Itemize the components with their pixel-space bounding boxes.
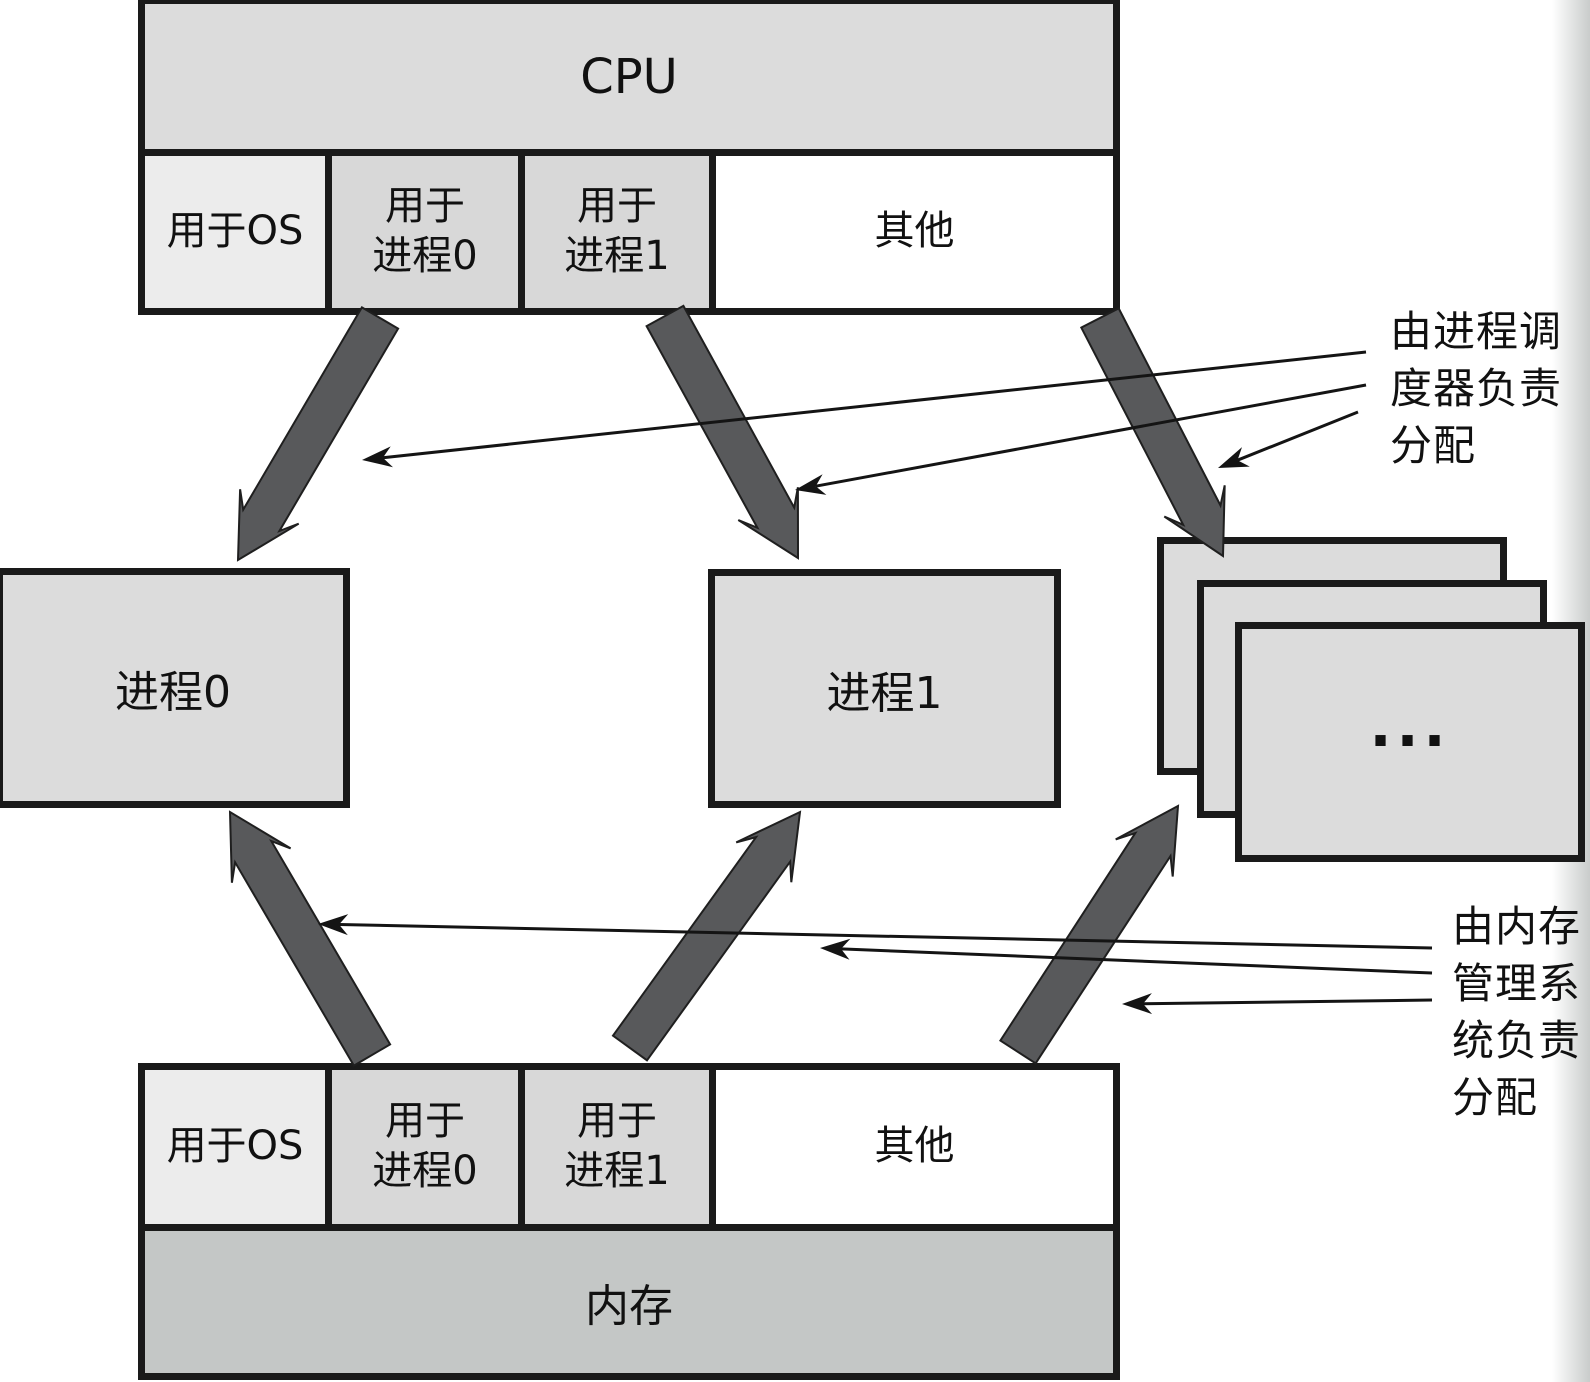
segment-label-line: 其他 [874,208,955,255]
thin-arrow-scheduler-2-line [815,383,1367,488]
thin-arrow-memory-manager-2-head [820,938,851,960]
thin-arrow-scheduler-3-head [1218,447,1250,468]
memory-segment-process0: 用于 进程0 [325,1070,518,1224]
memory-manager-annotation: 由内存 管理系 统负责 分配 [1452,898,1581,1126]
thick-arrow-cpu-to-process1 [645,304,800,560]
thin-arrow-scheduler-1-line [382,350,1367,460]
thick-arrow-memory-to-process1 [611,810,802,1062]
segment-label-line: 进程1 [564,1148,670,1194]
process1-label: 进程1 [826,667,943,719]
annotation-line: 由内存 [1452,902,1582,951]
more-processes-box-front: ... [1235,622,1585,862]
cpu-title: CPU [580,48,678,105]
cpu-allocation-bar: 用于OS 用于 进程0 用于 进程1 其他 [138,149,1120,315]
thin-arrow-scheduler-1-head [362,446,393,468]
annotation-line: 由进程调 [1390,307,1563,356]
thin-arrow-memory-manager-1-head [318,914,349,936]
process0-box: 进程0 [0,568,350,808]
segment-label-line: 进程0 [372,1148,478,1194]
annotation-line: 统负责 [1452,1016,1582,1065]
scheduler-annotation: 由进程调 度器负责 分配 [1390,303,1562,474]
memory-title: 内存 [585,1281,673,1332]
annotation-line: 管理系 [1452,959,1582,1008]
annotation-line: 分配 [1452,1073,1539,1122]
cpu-box: CPU [138,0,1120,156]
segment-label-line: 用于OS [166,208,304,255]
memory-segment-process1: 用于 进程1 [518,1070,709,1224]
ellipsis-label: ... [1369,692,1451,760]
cpu-segment-process1: 用于 进程1 [518,156,709,308]
thick-arrow-memory-to-process0 [228,810,392,1067]
thin-arrow-memory-manager-1-line [338,922,1433,950]
segment-label-line: 进程1 [564,233,670,279]
segment-label-line: 其他 [874,1123,955,1170]
process0-label: 进程0 [115,667,231,718]
memory-segment-other: 其他 [709,1070,1113,1224]
thin-arrow-memory-manager-3-line [1142,998,1433,1006]
thick-arrow-cpu-to-more-processes [1079,307,1226,558]
memory-box: 内存 [138,1224,1120,1380]
thin-arrow-memory-manager-3-head [1122,993,1153,1015]
annotation-line: 度器负责 [1390,364,1563,413]
segment-label-line: 用于 [385,183,465,230]
segment-label-line: 用于OS [166,1123,304,1170]
memory-segment-os: 用于OS [145,1070,325,1224]
cpu-segment-process0: 用于 进程0 [325,156,518,308]
cpu-segment-other: 其他 [709,156,1113,308]
segment-label-line: 用于 [577,1098,657,1145]
process1-box: 进程1 [708,569,1061,808]
segment-label-line: 进程0 [372,233,478,279]
annotation-line: 分配 [1390,421,1477,470]
thin-arrow-scheduler-2-head [795,474,827,495]
thick-arrow-memory-to-more-processes [999,804,1180,1065]
thin-arrow-scheduler-3-line [1236,410,1359,462]
thin-arrow-memory-manager-2-line [840,947,1433,975]
memory-allocation-bar: 用于OS 用于 进程0 用于 进程1 其他 [138,1063,1120,1231]
cpu-segment-os: 用于OS [145,156,325,308]
thick-arrow-cpu-to-process0 [236,306,400,562]
segment-label-line: 用于 [577,183,657,230]
segment-label-line: 用于 [385,1098,465,1145]
